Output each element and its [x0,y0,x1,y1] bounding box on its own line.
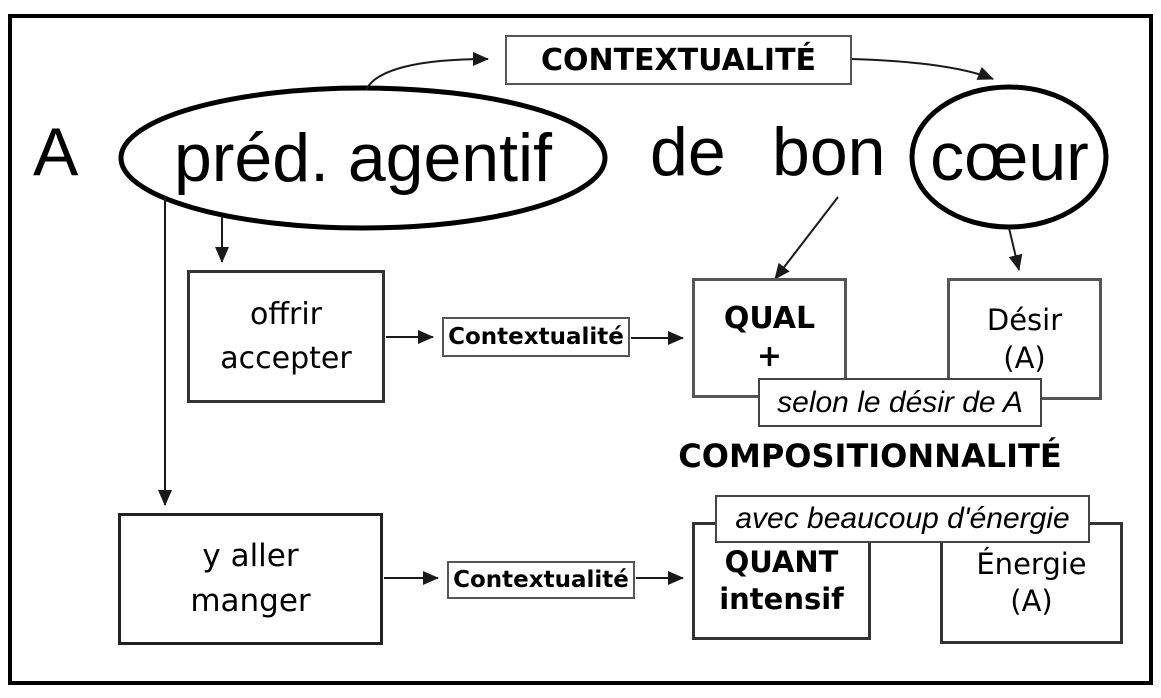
box-energie-line1: Énergie [976,547,1087,581]
box-offrir-accepter: offrir accepter [187,270,385,403]
sentence-predicate: préd. agentif [173,120,553,196]
box-energie-line2: (A) [1010,584,1053,618]
box-y-aller-manger: y aller manger [118,513,383,645]
ellipse-coeur [909,84,1109,230]
box-desir-line1: Désir [986,303,1063,337]
box-contextualite-mid: Contextualité [442,317,630,357]
label-compositionnalite: COMPOSITIONNALITÉ [678,437,1062,475]
sentence-bon: bon [772,114,886,190]
box-avec-beaucoup-energie: avec beaucoup d'énergie [715,495,1090,543]
box-quant-line1: QUANT [724,545,839,579]
box-yaller-line1: y aller [202,538,299,574]
box-qual-line2: + [756,339,783,374]
sentence-coeur: cœur [930,119,1089,195]
box-quant-line2: intensif [719,582,844,616]
box-offrir-line2: accepter [220,340,352,376]
arrow-contextualite-to-coeur [851,58,994,80]
box-qual-line1: QUAL [723,301,816,336]
arrow-coeur-to-desir [1008,227,1023,271]
arrow-bon-to-qual [774,196,839,280]
ellipse-pred-agentif [118,85,608,231]
box-contextualite-low: Contextualité [447,561,635,599]
box-offrir-line1: offrir [249,296,323,332]
box-yaller-line2: manger [190,583,311,619]
sentence-subject: A [33,114,79,190]
box-selon-le-desir: selon le désir de A [758,378,1042,427]
sentence-de: de [650,114,726,190]
box-contextualite-top: CONTEXTUALITÉ [505,35,852,85]
box-desir-line2: (A) [1003,341,1046,375]
arrow-pred-to-contextualite [365,52,489,91]
